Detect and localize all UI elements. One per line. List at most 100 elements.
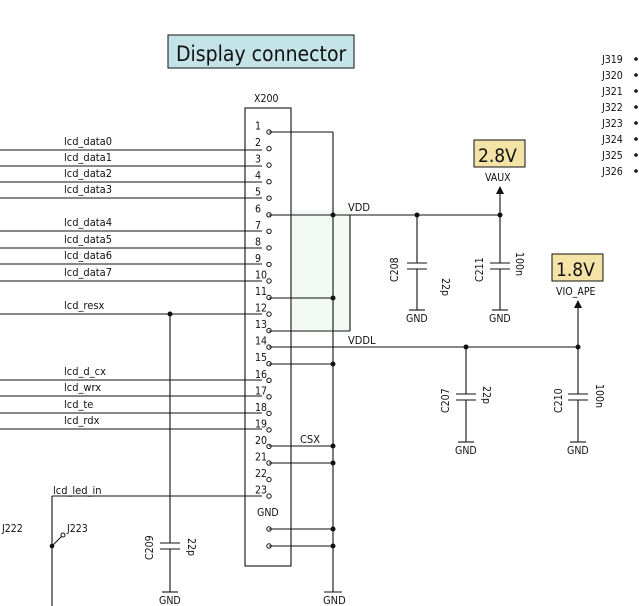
vio-ape-arrow [574, 300, 582, 347]
connector-ref: X200 [254, 93, 279, 105]
connector-pin-number: 8 [255, 236, 261, 248]
connector-pin-number: 6 [255, 203, 261, 215]
connector-pin-number: 10 [255, 270, 267, 282]
c207-ref: C207 [440, 388, 452, 413]
c208-ref: C208 [389, 257, 401, 282]
connector-pin-number: 5 [255, 187, 261, 199]
signal-lcd-data4: lcd_data4 [64, 216, 112, 229]
connector-pin-contact [266, 278, 272, 284]
c210-gnd: GND [567, 445, 589, 457]
connector-pin-contact [266, 162, 272, 168]
connector-pin-contact [266, 427, 272, 433]
connector-pin-number: 12 [255, 303, 267, 315]
c207-value: 22p [480, 386, 492, 404]
jumper-label: J320 [601, 70, 623, 82]
jumper-label: J326 [601, 166, 623, 178]
signal-lcd-led-in: lcd_led_in [53, 484, 102, 497]
connector-pin-contact [266, 145, 272, 152]
jumper-j223: J223 [66, 523, 88, 535]
signal-lcd-resx: lcd_resx [64, 299, 104, 312]
signal-lcd-data0: lcd_data0 [64, 135, 112, 148]
signal-lcd-te: lcd_te [64, 398, 93, 411]
net-vddl: VDDL [348, 334, 376, 347]
signal-lcd-data6: lcd_data6 [64, 249, 112, 262]
connector-pin-contact [266, 311, 272, 317]
rail-2v8-box [473, 139, 526, 168]
connector-internal-wiring [269, 131, 578, 593]
connector-pin-number: 2 [255, 137, 261, 149]
connector-pin-contact [266, 493, 272, 499]
jumper-label: J323 [601, 118, 623, 130]
connector-pin-contact [266, 228, 272, 235]
connector-pin-number: 13 [255, 319, 267, 331]
capacitor-c209 [160, 311, 180, 593]
jumper-label: J322 [601, 102, 623, 114]
connector-pin-number: 4 [255, 170, 261, 182]
jumper-j222: J222 [1, 523, 23, 535]
vaux-arrow [496, 186, 504, 215]
connector-pin-number: 3 [255, 154, 261, 166]
signal-lcd-rdx: lcd_rdx [64, 414, 100, 427]
net-csx: CSX [300, 433, 320, 446]
signal-lcd-data7: lcd_data7 [64, 266, 112, 279]
connector-pin-number: 18 [255, 402, 267, 414]
connector-body [244, 107, 292, 567]
signal-lines [0, 149, 262, 497]
connector-pin-number: 9 [255, 253, 261, 265]
title-box [167, 34, 355, 69]
connector-pin-number: 21 [255, 452, 267, 464]
c209-ref: C209 [144, 535, 156, 560]
c208-gnd: GND [406, 313, 428, 325]
connector-pin-contact [266, 261, 272, 268]
connector-pin-contact [266, 394, 272, 400]
connector-pin-number: 15 [255, 352, 267, 364]
c211-value: 100n [513, 252, 525, 276]
connector-pin-number: 22 [255, 468, 267, 480]
connector-pin-number: 16 [255, 369, 267, 381]
jumper-label: J321 [601, 86, 623, 98]
jumper-j223-switch [49, 496, 66, 606]
connector-gnd-label: GND [257, 507, 279, 519]
c211-gnd: GND [489, 313, 511, 325]
page-title: Display connector [176, 42, 347, 66]
connector-pin-number: 17 [255, 385, 267, 397]
connector-pin-number: 1 [255, 121, 261, 133]
connector-pin-number: 7 [255, 220, 261, 232]
connector-pin-contact [266, 195, 272, 201]
signal-lcd-data2: lcd_data2 [64, 167, 112, 180]
connector-pin-contact [266, 377, 272, 383]
connector-pin-number: 20 [255, 435, 267, 447]
connector-pin-number: 11 [255, 286, 267, 298]
c209-gnd: GND [159, 595, 181, 606]
c209-value: 22p [185, 538, 197, 556]
rail-1v8-label: 1.8V [556, 259, 595, 281]
signal-lcd-wrx: lcd_wrx [64, 381, 101, 394]
capacitor-c207 [456, 344, 476, 443]
c210-ref: C210 [553, 388, 565, 413]
jumper-label: J324 [601, 134, 623, 146]
net-vaux: VAUX [485, 172, 511, 184]
jumper-label: J319 [601, 54, 623, 66]
signal-lcd-data1: lcd_data1 [64, 151, 112, 164]
connector-pin-contact [266, 476, 272, 483]
connector-pin-number: 19 [255, 418, 267, 430]
rail-2v8-label: 2.8V [478, 145, 517, 167]
rail-1v8-box [551, 253, 604, 282]
net-vdd: VDD [348, 201, 370, 214]
capacitor-c211 [490, 212, 510, 311]
jumper-list: J319 J320 J321 J322 J323 J324 J325 J326 [601, 54, 638, 178]
connector-pin-number: 23 [255, 485, 267, 497]
c210-value: 100n [593, 384, 605, 408]
connector-pin-contact [266, 410, 272, 417]
signal-lcd-d-cx: lcd_d_cx [64, 365, 106, 378]
c211-ref: C211 [474, 257, 486, 282]
connector-pin-contact [266, 179, 272, 185]
capacitor-c210 [568, 344, 588, 443]
signal-labels: lcd_data0 lcd_data1 lcd_data2 lcd_data3 … [53, 135, 112, 497]
signal-lcd-data3: lcd_data3 [64, 183, 112, 196]
connector-pin-number: 14 [255, 336, 267, 348]
net-vio-ape: VIO_APE [556, 286, 596, 298]
c207-gnd: GND [455, 445, 477, 457]
